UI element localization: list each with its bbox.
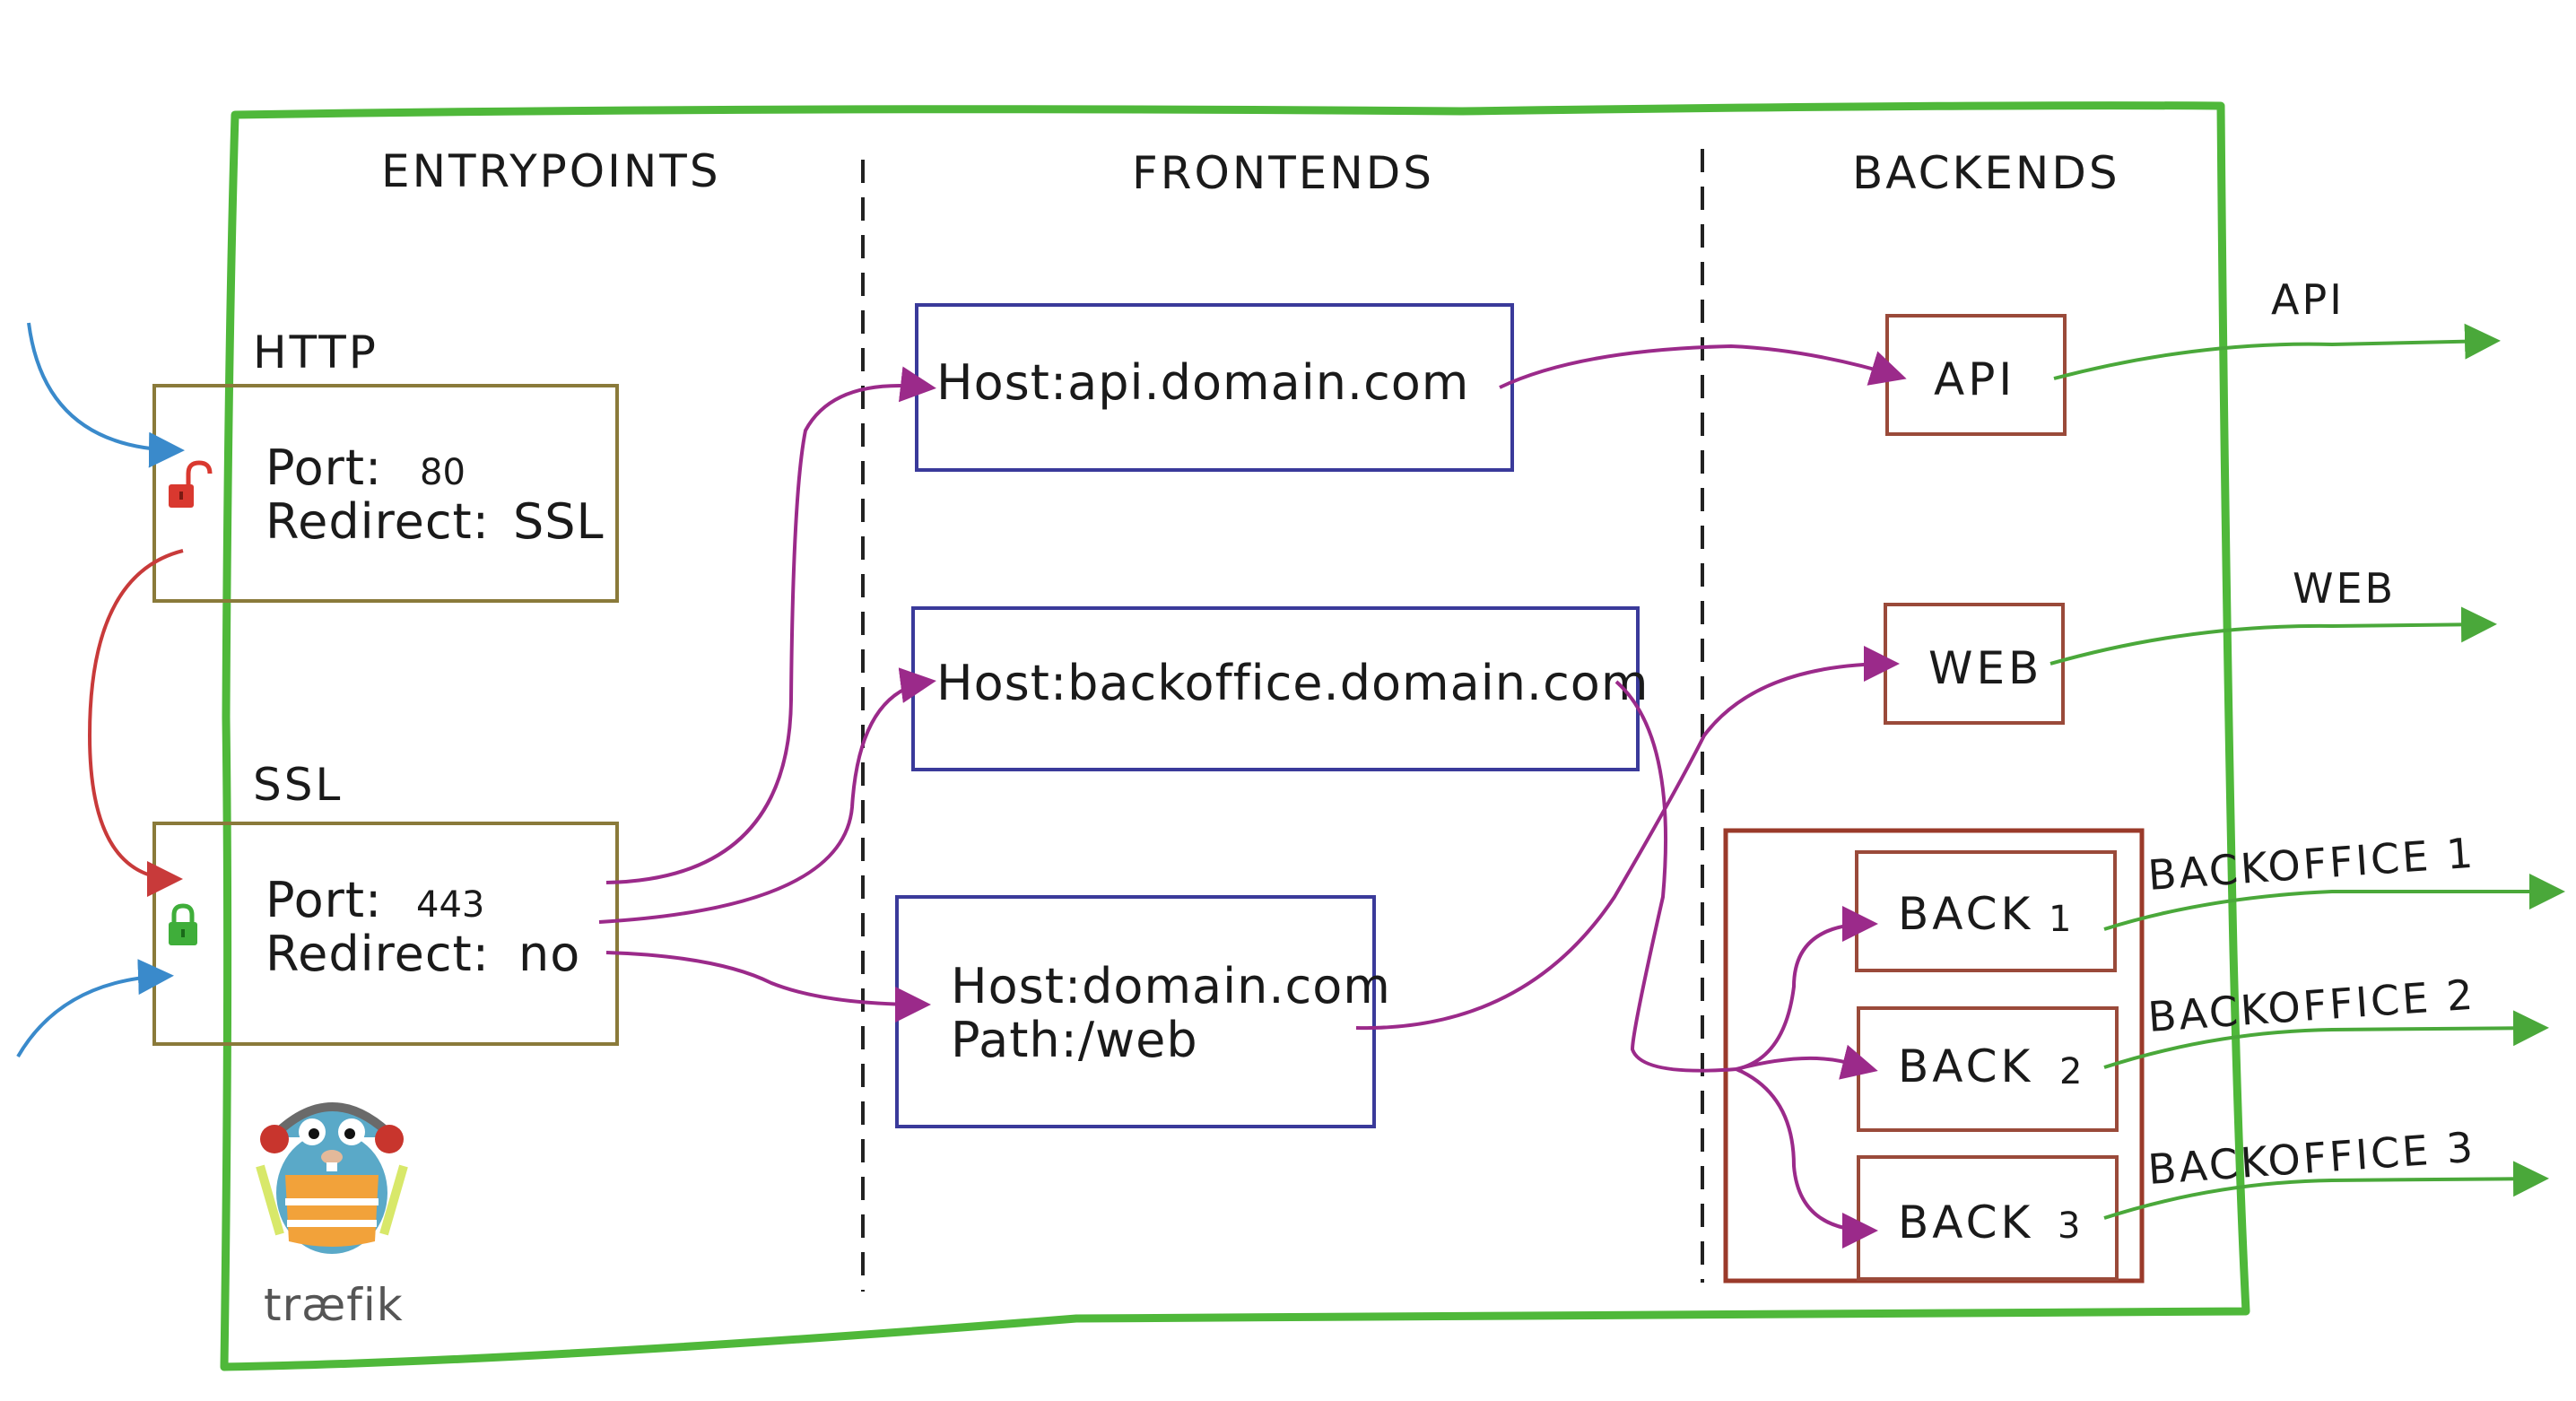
backoffice2-output-arrow — [2103, 1010, 2549, 1069]
http-port-label: Port: — [265, 439, 382, 496]
frontends-header: FRONTENDS — [1132, 147, 1434, 199]
api-frontend-to-api-backend-arrow — [1499, 344, 1907, 389]
traefik-frame — [220, 101, 2250, 1371]
backoffice3-output-label: BACKOFFICE 3 — [2146, 1123, 2477, 1194]
ssl-port-label: Port: — [265, 872, 382, 928]
backoffice-to-back3-arrow — [1736, 1067, 1878, 1249]
api-output-arrow — [2053, 323, 2501, 380]
locked-padlock-icon — [169, 903, 197, 945]
gopher-mascot-icon — [256, 1102, 408, 1254]
frontend-web-path-label: Path:/web — [951, 1012, 1198, 1068]
web-output-arrow — [2049, 606, 2497, 666]
ssl-redirect-label: Redirect: — [265, 926, 490, 982]
backend-back2-label: BACK — [1898, 1040, 2033, 1092]
http-redirect-value: SSL — [513, 493, 605, 550]
backend-back3-label: BACK — [1898, 1197, 2033, 1249]
ssl-port-value: 443 — [416, 884, 484, 926]
api-output-label: API — [2271, 275, 2345, 324]
backend-api-label: API — [1934, 353, 2015, 405]
ssl-entrypoint-title: SSL — [253, 759, 343, 811]
backoffice-to-back1-arrow — [1736, 906, 1878, 1071]
http-redirect-label: Redirect: — [265, 493, 490, 550]
backend-web-label: WEB — [1928, 642, 2042, 694]
backend-back1-label: BACK — [1898, 888, 2033, 940]
traefik-logo-text: træfik — [264, 1279, 404, 1331]
entrypoints-header: ENTRYPOINTS — [381, 145, 721, 197]
backends-header: BACKENDS — [1852, 147, 2120, 199]
incoming-ssl-arrow — [16, 959, 174, 1058]
backend-back1-number: 1 — [2049, 899, 2071, 940]
backoffice-frontend-to-group-arrow — [1614, 680, 1741, 1073]
http-entrypoint-title: HTTP — [253, 326, 379, 379]
ssl-to-backoffice-frontend-arrow — [598, 667, 936, 924]
unlocked-padlock-icon — [169, 460, 213, 508]
ssl-to-api-frontend-arrow — [605, 366, 936, 884]
ssl-entrypoint-box — [152, 822, 619, 1046]
http-port-value: 80 — [420, 452, 466, 493]
backoffice-to-back2-arrow — [1736, 1044, 1878, 1080]
frontend-backoffice-label: Host:backoffice.domain.com — [936, 655, 1649, 711]
web-output-label: WEB — [2293, 564, 2396, 613]
ssl-redirect-value: no — [518, 926, 580, 982]
backend-back3-number: 3 — [2058, 1205, 2080, 1247]
backoffice3-output-arrow — [2103, 1161, 2549, 1220]
frontend-api-label: Host:api.domain.com — [936, 354, 1469, 411]
web-frontend-to-web-backend-arrow — [1355, 646, 1900, 1031]
incoming-http-arrow — [27, 322, 185, 468]
backend-back2-number: 2 — [2059, 1051, 2082, 1092]
backoffice1-output-label: BACKOFFICE 1 — [2146, 829, 2477, 900]
http-entrypoint-box — [152, 384, 619, 603]
http-to-ssl-redirect-arrow — [87, 549, 184, 897]
ssl-to-web-frontend-arrow — [605, 951, 931, 1022]
frontend-web-host-label: Host:domain.com — [951, 958, 1391, 1014]
backoffice1-output-arrow — [2103, 874, 2565, 931]
